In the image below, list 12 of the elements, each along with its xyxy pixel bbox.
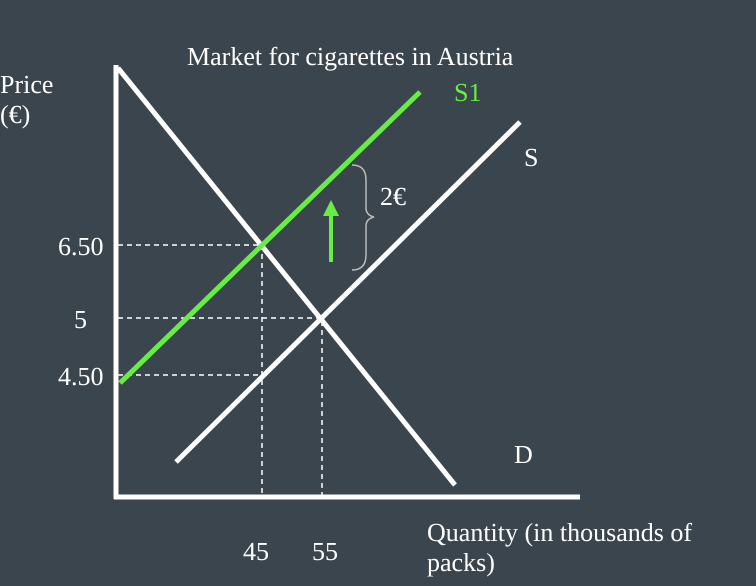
tick-label: 4.50 xyxy=(58,362,104,392)
axis-label: Quantity (in thousands of packs) xyxy=(427,518,694,578)
annotation: 2€ xyxy=(380,182,406,212)
curve-label: S1 xyxy=(454,78,482,108)
tick-label: 55 xyxy=(312,537,338,567)
chart-title: Market for cigarettes in Austria xyxy=(187,42,514,72)
tick-label: 6.50 xyxy=(58,232,104,262)
tick-label: 45 xyxy=(243,537,269,567)
tick-label: 5 xyxy=(74,305,87,335)
curve-label: S xyxy=(524,143,538,173)
axis-label: Price (€) xyxy=(0,70,54,130)
curve-label: D xyxy=(514,440,533,470)
